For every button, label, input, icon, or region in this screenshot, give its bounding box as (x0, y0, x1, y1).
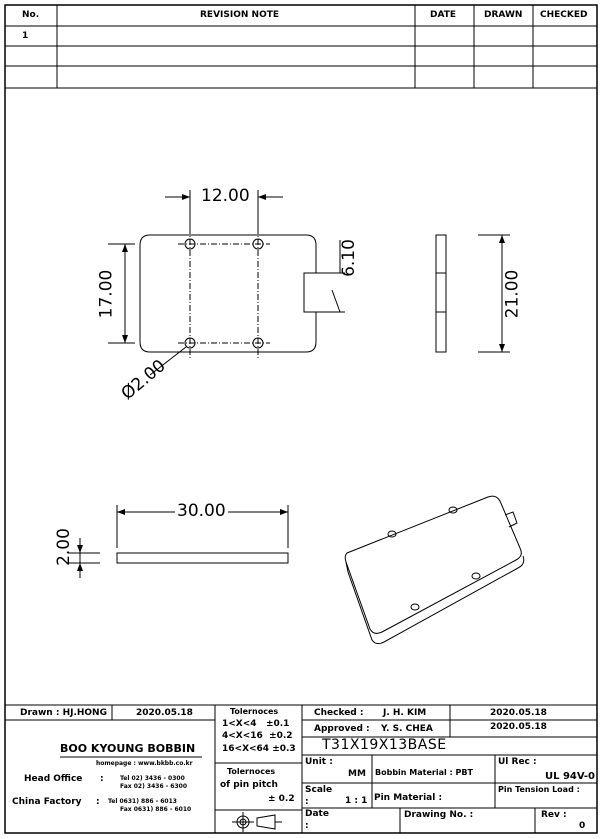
company-name: BOO KYOUNG BOBBIN (60, 742, 196, 755)
header-revision-note: REVISION NOTE (200, 10, 280, 20)
pin-pitch-tol-label2: of pin pitch (220, 780, 278, 790)
dim-thickness: 2.00 (53, 528, 74, 566)
header-checked: CHECKED (540, 10, 588, 20)
head-office-fax: Fax 02) 3436 - 6300 (120, 783, 188, 790)
approved-date: 2020.05.18 (490, 722, 547, 732)
scale-colon: : (305, 797, 309, 807)
dim-pitch-x: 12.00 (201, 186, 250, 206)
scale-label: Scale (305, 785, 333, 795)
dim-pitch-y: 17.00 (96, 269, 117, 319)
scale-value: 1 : 1 (345, 796, 368, 806)
bobbin-material: Bobbin Material : PBT (375, 768, 473, 777)
homepage: homepage : www.bkbb.co.kr (96, 760, 193, 767)
pin-pitch-tol-value: ± 0.2 (268, 794, 295, 804)
checked-by: J. H. KIM (383, 708, 427, 718)
pin-tension-load: Pin Tension Load : (498, 785, 580, 794)
dim-height: 21.00 (502, 269, 523, 319)
drawing-no-label: Drawing No. : (404, 810, 474, 820)
tolerance-1: 1<X<4 ±0.1 (222, 719, 290, 729)
ul-value: UL 94V-0 (545, 771, 596, 782)
part-name: T31X19X13BASE (322, 737, 447, 753)
head-office-label: Head Office (24, 774, 83, 784)
china-factory-label: China Factory (12, 797, 82, 807)
pin-material: Pin Material : (374, 793, 443, 803)
tolerances-title: Tolernoces (230, 707, 279, 716)
drawn-date: 2020.05.18 (136, 708, 193, 718)
china-factory-tel: Tel 0631) 886 - 6013 (108, 798, 177, 805)
rev-value: 0 (579, 821, 586, 831)
date-colon: : (305, 821, 309, 831)
header-date: DATE (430, 10, 457, 20)
drawn-by: Drawn : HJ.HONG (20, 708, 107, 718)
unit-label: Unit : (305, 757, 333, 767)
checked-date: 2020.05.18 (490, 708, 547, 718)
revision-row-no: 1 (22, 31, 29, 41)
rev-label: Rev : (541, 810, 567, 820)
dim-width: 30.00 (175, 501, 228, 521)
checked-label: Checked : (314, 708, 364, 718)
china-factory-fax: Fax 0631) 886 - 6010 (120, 806, 192, 813)
head-office-colon: : (100, 774, 104, 784)
header-no: No. (22, 10, 40, 20)
head-office-tel: Tel 02) 3436 - 0300 (120, 775, 185, 782)
approved-by: Y. S. CHEA (381, 724, 433, 734)
ul-label: Ul Rec : (498, 757, 537, 767)
unit-value: MM (348, 769, 366, 779)
dim-notch: 6.10 (338, 239, 359, 277)
approved-label: Approved : (314, 724, 370, 734)
tolerance-3: 16<X<64 ±0.3 (222, 744, 296, 754)
pin-pitch-tol-label: Tolernoces (227, 767, 276, 776)
china-factory-colon: : (96, 797, 100, 807)
tolerance-2: 4<X<16 ±0.2 (222, 731, 293, 741)
header-drawn: DRAWN (484, 10, 523, 20)
date-label: Date (305, 809, 329, 819)
